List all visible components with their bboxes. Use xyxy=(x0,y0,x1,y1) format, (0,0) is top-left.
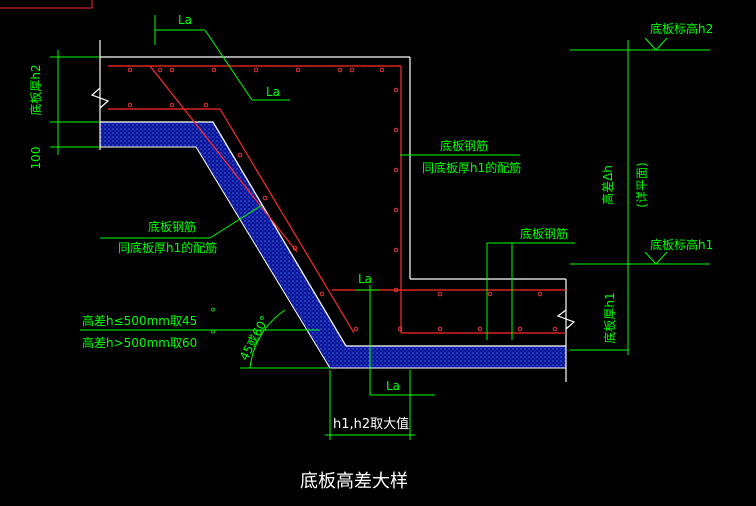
angle-label: 45或60° xyxy=(237,313,272,362)
rebar-left-label-1: 底板钢筋 xyxy=(148,219,196,234)
la-label-bottom: La xyxy=(386,379,400,393)
dimension-100: 100 xyxy=(29,147,43,170)
thickness-h1-label: 底板厚h1 xyxy=(602,292,617,343)
degree-mark-2: ° xyxy=(210,328,216,342)
dimension-lines xyxy=(50,15,710,440)
bottom-elevation-label: 底板标高h1 xyxy=(650,237,713,252)
thick-h2-group: 底板厚h2 xyxy=(28,64,43,115)
angle-rule-1: 高差h≤500mm取45 xyxy=(82,313,197,328)
la-label-top: La xyxy=(178,13,192,27)
top-elevation-label: 底板标高h2 xyxy=(650,21,713,36)
max-value-label: h1,h2取大值 xyxy=(333,416,409,432)
height-diff-note: (详平面) xyxy=(634,162,649,207)
height-diff-note-group: (详平面) xyxy=(634,162,649,207)
thickness-h2-label: 底板厚h2 xyxy=(28,64,43,115)
rebar-lines xyxy=(108,65,566,334)
la-label-top2: La xyxy=(266,85,280,99)
angle-rule-2: 高差h>500mm取60 xyxy=(82,335,197,350)
thick-h1-group: 底板厚h1 xyxy=(602,292,617,343)
rebar-bottom-label: 底板钢筋 xyxy=(520,226,568,241)
rebar-left-label-2: 同底板厚h1的配筋 xyxy=(118,240,217,255)
drawing-title: 底板高差大样 xyxy=(300,471,408,492)
la-label-mid: La xyxy=(358,272,372,286)
dim-100-group: 100 xyxy=(29,147,43,170)
rebar-right-label-1: 底板钢筋 xyxy=(440,138,488,153)
angle-label-group: 45或60° xyxy=(237,313,272,362)
height-diff-group: 高差Δh xyxy=(600,165,615,205)
height-diff-label: 高差Δh xyxy=(600,165,615,205)
rebar-dots xyxy=(127,67,558,332)
rebar-right-label-2: 同底板厚h1的配筋 xyxy=(422,160,521,175)
degree-mark-1: ° xyxy=(210,306,216,320)
slab-outline xyxy=(90,40,576,382)
